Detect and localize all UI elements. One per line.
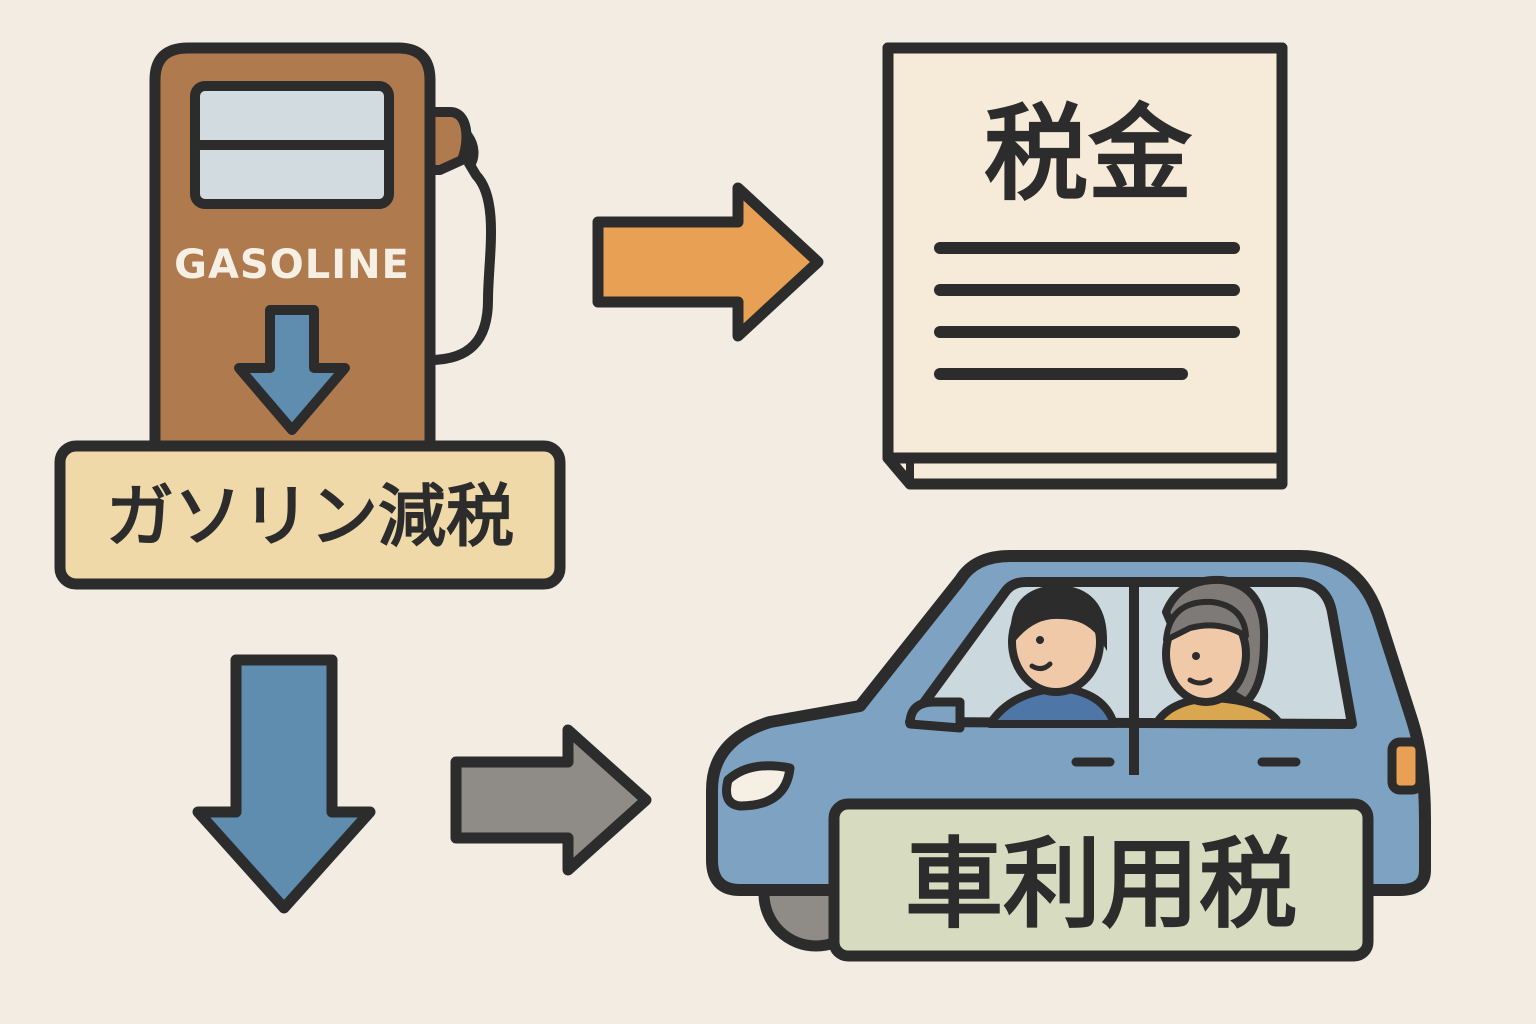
driver-eye <box>1036 636 1044 644</box>
driver-mouth <box>1029 661 1053 672</box>
driver-hair <box>1010 584 1108 652</box>
pump-brand-text: GASOLINE <box>174 242 410 288</box>
arrow-down-icon <box>192 654 376 914</box>
car-headlight <box>722 761 795 811</box>
passenger-bangs <box>1163 598 1249 643</box>
vehicle-usage-tax-label-box <box>828 798 1374 962</box>
fuel-pump-icon: GASOLINE <box>149 42 496 454</box>
passenger-person <box>1152 575 1284 728</box>
vehicle-usage-tax-text: 車利用税 <box>905 828 1297 942</box>
car-taillight <box>1387 737 1425 795</box>
gasoline-tax-cut-label: ガソリン減税 <box>54 440 566 590</box>
arrow-right-icon <box>592 182 824 342</box>
gasoline-tax-cut-text: ガソリン減税 <box>106 478 514 557</box>
car-icon: 車利用税 <box>706 550 1431 962</box>
document-title: 税金 <box>984 93 1193 215</box>
passenger-mouth <box>1187 677 1213 686</box>
gasoline-tax-cut-label-box <box>54 440 566 590</box>
car-mirror <box>905 697 965 733</box>
driver-person <box>986 584 1118 728</box>
arrow-right-icon <box>450 724 652 876</box>
document-icon: 税金 <box>882 42 1288 490</box>
arrow-down-icon <box>234 305 350 435</box>
passenger-eye <box>1192 652 1200 660</box>
